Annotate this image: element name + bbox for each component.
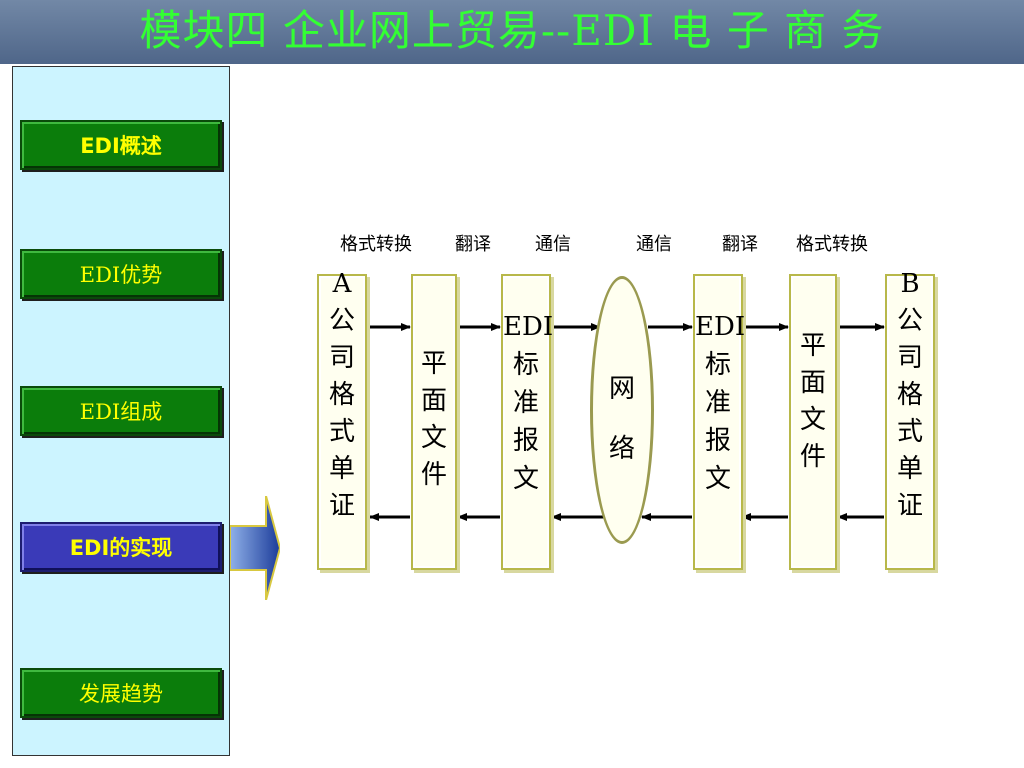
company-b-document-text: B 公 司 格 式 单 证 bbox=[896, 269, 923, 521]
nav-button-components-label: EDI组成 bbox=[79, 400, 163, 424]
nav-button-overview[interactable]: EDI概述 bbox=[20, 120, 222, 170]
edi-message-box-b: EDI 标 准 报 文 bbox=[693, 274, 746, 570]
company-b-document-box: B 公 司 格 式 单 证 bbox=[885, 269, 935, 570]
step-label-translation-b: 翻译 bbox=[722, 234, 758, 255]
network-node: 网 络 bbox=[590, 276, 654, 544]
step-label-communication-b: 通信 bbox=[636, 234, 672, 255]
edi-message-box-a: EDI 标 准 报 文 bbox=[501, 274, 554, 570]
nav-button-trends[interactable]: 发展趋势 bbox=[20, 668, 222, 718]
title-bar: 模块四 企业网上贸易--EDI 电 子 商 务 bbox=[0, 0, 1024, 64]
step-label-translation-a: 翻译 bbox=[455, 234, 491, 255]
flat-file-box-a: 平 面 文 件 bbox=[411, 274, 457, 570]
nav-button-trends-label: 发展趋势 bbox=[79, 682, 163, 706]
nav-button-overview-label: EDI概述 bbox=[80, 134, 162, 158]
nav-button-implementation[interactable]: EDI的实现 bbox=[20, 522, 222, 572]
step-label-communication-a: 通信 bbox=[535, 234, 571, 255]
nav-button-advantages[interactable]: EDI优势 bbox=[20, 249, 222, 299]
flat-file-box-b: 平 面 文 件 bbox=[789, 274, 837, 570]
nav-button-components[interactable]: EDI组成 bbox=[20, 386, 222, 436]
edi-message-text-a: EDI 标 准 报 文 bbox=[503, 312, 554, 494]
company-a-document-text: A 公 司 格 式 单 证 bbox=[328, 269, 355, 521]
nav-button-advantages-label: EDI优势 bbox=[79, 263, 163, 287]
current-section-arrow-icon bbox=[230, 496, 280, 600]
step-label-format-conversion-a: 格式转换 bbox=[340, 234, 412, 255]
flat-file-text-b: 平 面 文 件 bbox=[799, 331, 826, 472]
step-label-format-conversion-b: 格式转换 bbox=[796, 234, 868, 255]
network-text: 网 络 bbox=[608, 374, 635, 464]
flat-file-text-a: 平 面 文 件 bbox=[420, 349, 447, 490]
nav-button-implementation-label: EDI的实现 bbox=[69, 536, 173, 560]
page-title: 模块四 企业网上贸易--EDI 电 子 商 务 bbox=[139, 6, 885, 55]
company-a-document-box: A 公 司 格 式 单 证 bbox=[317, 269, 367, 570]
edi-message-text-b: EDI 标 准 报 文 bbox=[695, 312, 746, 494]
